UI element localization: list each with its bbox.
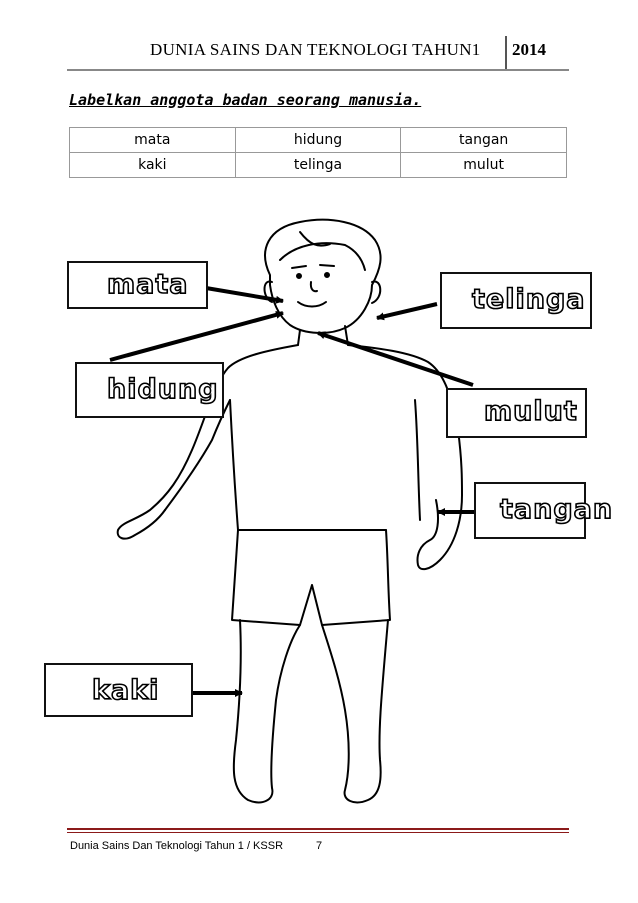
header-title: DUNIA SAINS DAN TEKNOLOGI TAHUN1 [150,40,481,59]
label-mulut: mulut [483,395,578,428]
word-table: mata hidung tangan kaki telinga mulut [69,127,567,178]
table-cell: tangan [400,127,567,153]
arrow-mata [205,286,284,304]
label-box-mata: mata [67,261,208,309]
table-cell: mulut [400,152,567,178]
table-row: kaki telinga mulut [69,152,567,178]
label-tangan: tangan [499,493,614,526]
footer-rule-thin [67,832,569,833]
label-hidung: hidung [106,373,219,406]
label-box-tangan: tangan [474,482,613,539]
page-number: 7 [316,840,323,852]
arrow-hidung [109,310,284,362]
label-box-hidung: hidung [75,362,224,418]
table-cell: kaki [69,152,236,178]
arrow-mulut [317,331,474,387]
footer-rule [67,828,569,830]
label-box-telinga: telinga [440,272,592,329]
footer-text: Dunia Sains Dan Teknologi Tahun 1 / KSSR [70,840,284,852]
label-mata: mata [106,268,189,301]
header-rule [67,69,569,71]
body-outline [116,218,463,804]
header-divider [505,36,507,70]
arrow-telinga [376,302,438,321]
instruction-text: Labelkan anggota badan seorang manusia. [69,91,422,109]
label-telinga: telinga [471,283,586,316]
label-arrows [109,286,476,697]
label-kaki: kaki [91,674,160,707]
label-box-mulut: mulut [446,388,587,438]
label-box-kaki: kaki [44,663,193,717]
header-year: 2014 [512,40,546,59]
table-cell: telinga [234,152,402,178]
